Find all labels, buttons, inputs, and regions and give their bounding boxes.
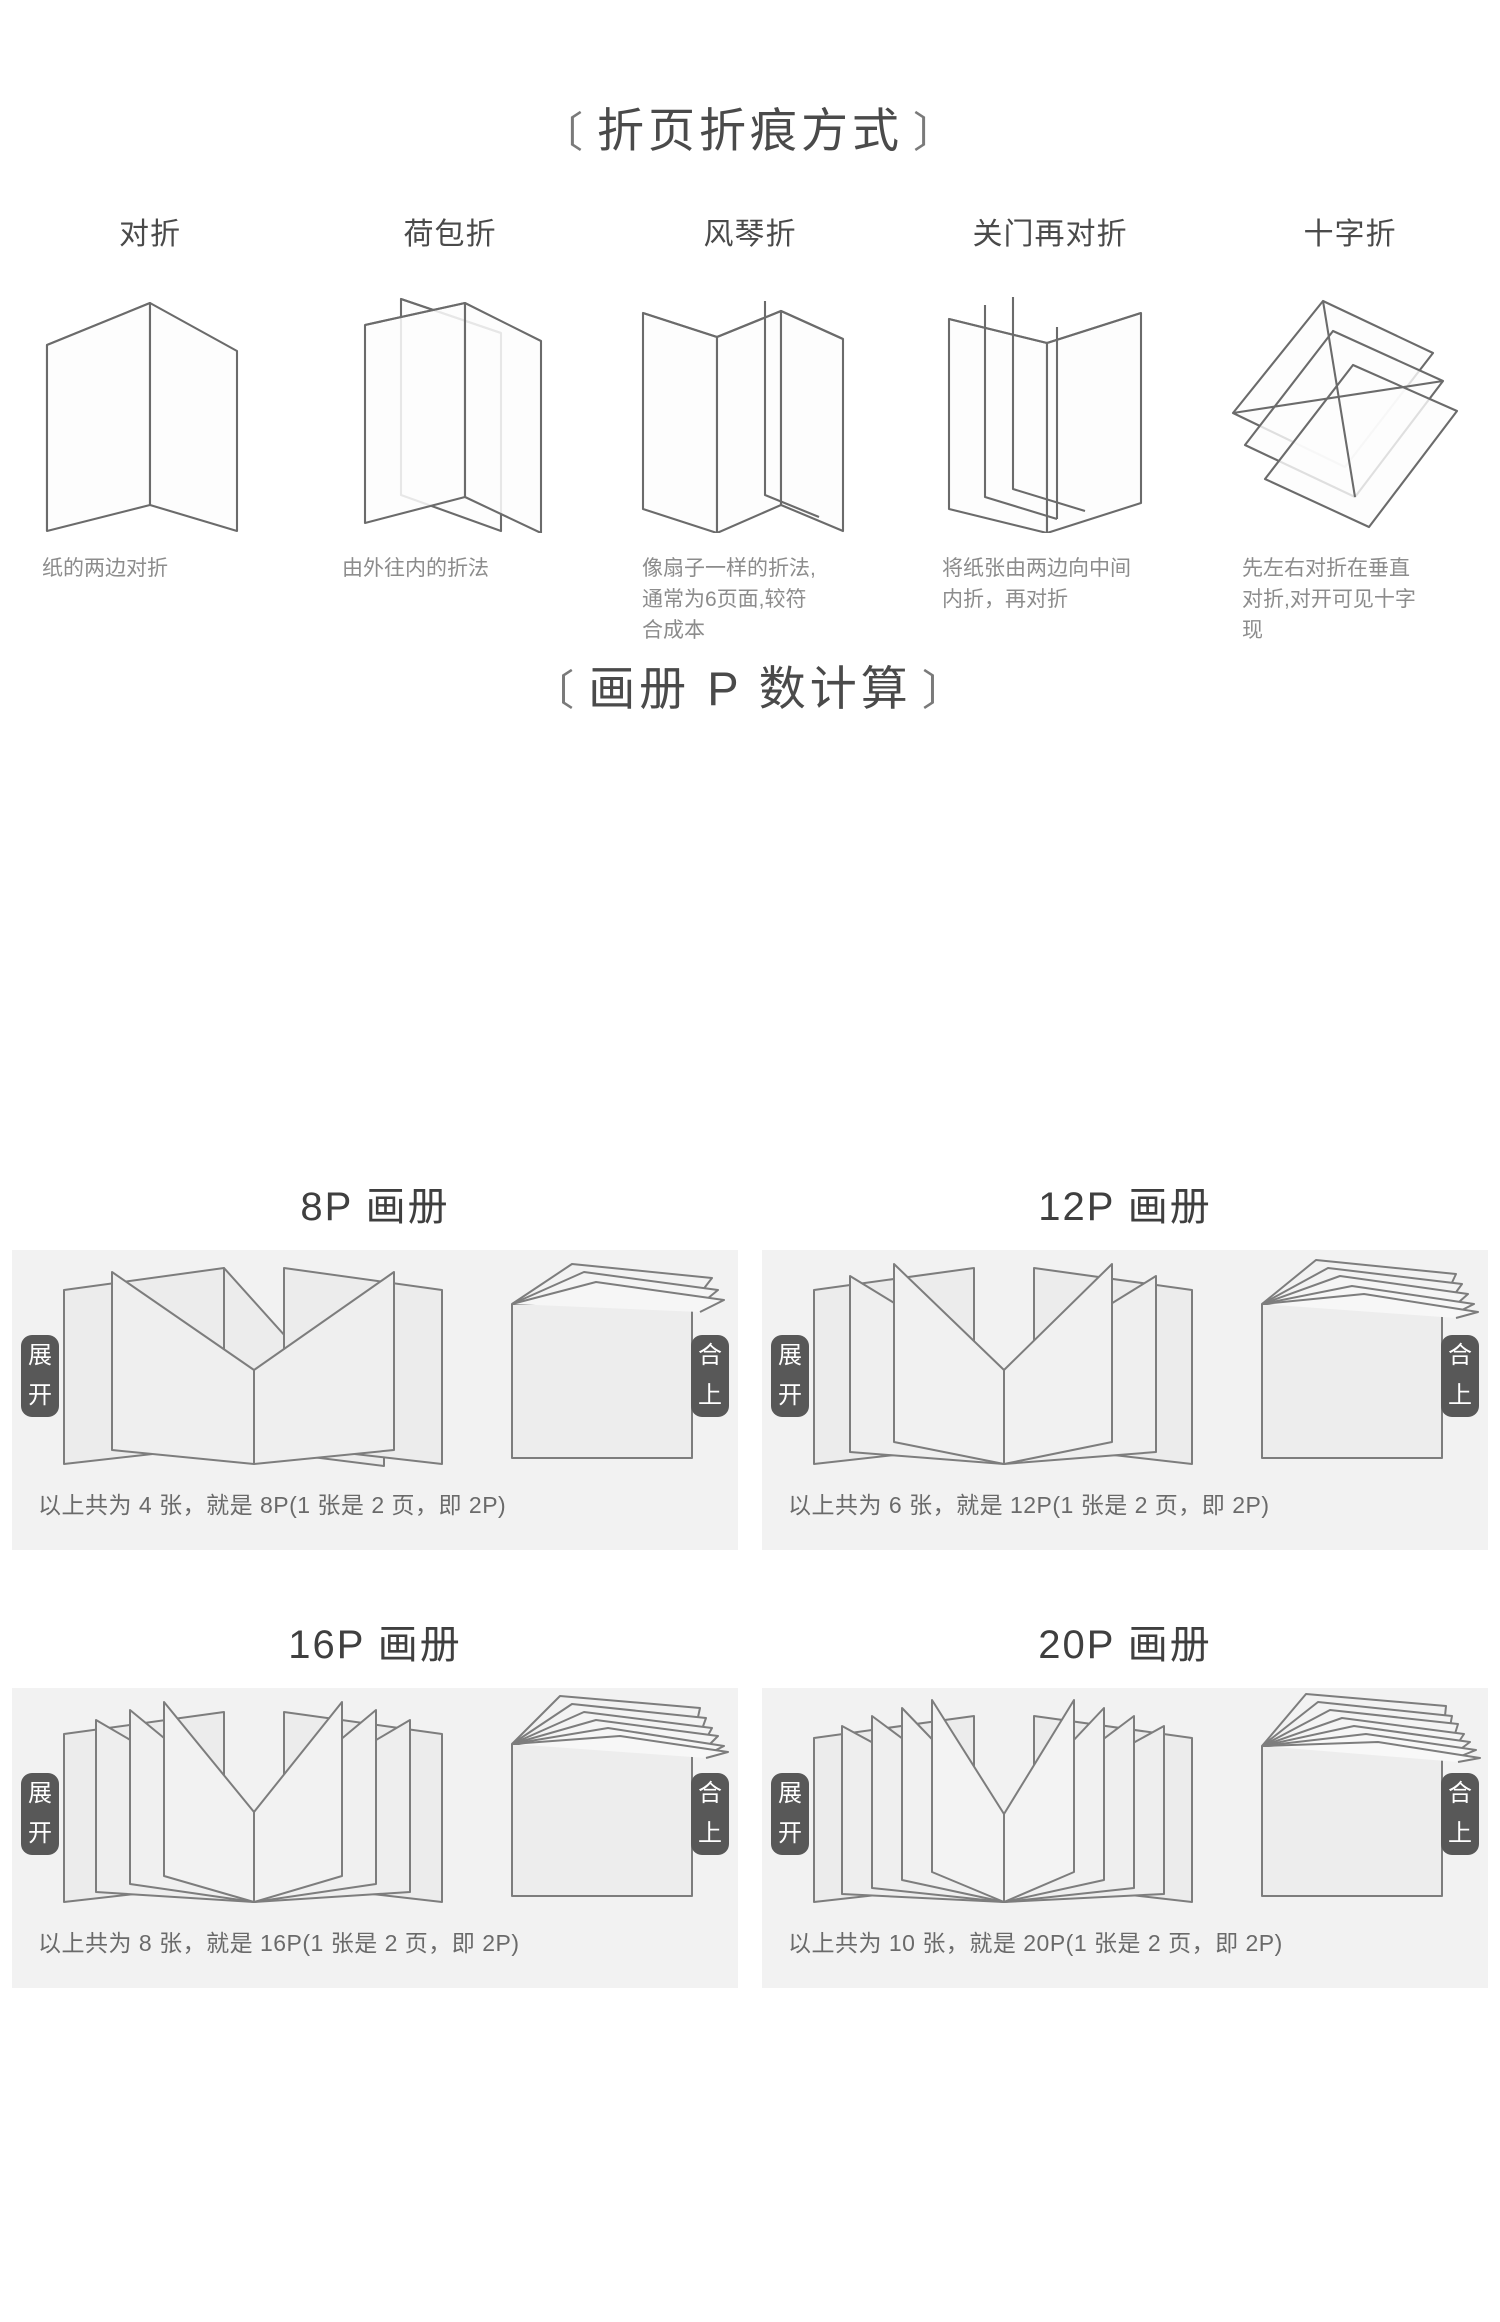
fold-desc-wrap: 纸的两边对折 xyxy=(0,553,300,584)
fold-type-desc: 像扇子一样的折法, 通常为6页面,较符 合成本 xyxy=(642,557,816,642)
badge-closed-line1: 合 xyxy=(698,1780,722,1807)
booklet-row: 8P 画册 展 开 合 上 xyxy=(0,1160,1500,1550)
badge-open: 展 开 xyxy=(21,1773,59,1855)
fold-type-card: 关门再对折 将纸张由两边向中间 内折，再对折 xyxy=(900,215,1200,646)
badge-open: 展 开 xyxy=(21,1335,59,1417)
closed-gate-fold-icon xyxy=(905,283,1195,533)
booklet-20p: 20P 画册 展 开 合 上 xyxy=(750,1598,1500,1988)
badge-closed-line2: 上 xyxy=(698,1382,722,1409)
badge-open-line1: 展 xyxy=(778,1342,802,1369)
booklet-caption: 以上共为 10 张，就是 20P(1 张是 2 页，即 2P) xyxy=(788,1930,1283,1956)
badge-closed-line1: 合 xyxy=(1448,1342,1472,1369)
booklet-card: 展 开 合 上 xyxy=(12,1688,738,1988)
bracket-left: 〔 xyxy=(540,109,587,156)
fold-types-row: 对折 纸的两边对折 荷包折 由外往内的折法 xyxy=(0,215,1500,646)
fold-type-label: 关门再对折 xyxy=(972,218,1128,251)
badge-open-line1: 展 xyxy=(28,1342,52,1369)
booklet-caption: 以上共为 6 张，就是 12P(1 张是 2 页，即 2P) xyxy=(788,1492,1270,1518)
booklet-8p: 8P 画册 展 开 合 上 xyxy=(0,1160,750,1550)
fold-type-label: 对折 xyxy=(119,218,181,251)
booklet-16p: 16P 画册 展 开 合 上 xyxy=(0,1598,750,1988)
fold-type-desc: 由外往内的折法 xyxy=(342,557,489,580)
badge-open: 展 开 xyxy=(771,1773,809,1855)
fold-section-title-text: 折页折痕方式 xyxy=(597,104,903,157)
booklet-heading: 16P 画册 xyxy=(288,1623,462,1667)
pcount-section-title: 〔画册 P 数计算〕 xyxy=(0,650,1500,719)
accordion-fold-icon xyxy=(605,283,895,533)
booklet-heading: 12P 画册 xyxy=(1038,1185,1212,1229)
badge-open: 展 开 xyxy=(771,1335,809,1417)
bi-fold-icon xyxy=(5,283,295,533)
badge-closed: 合 上 xyxy=(691,1773,729,1855)
booklet-heading: 8P 画册 xyxy=(300,1185,450,1229)
booklet-card: 展 开 合 上 xyxy=(12,1250,738,1550)
badge-closed-line2: 上 xyxy=(1448,1820,1472,1847)
fold-desc-wrap: 先左右对折在垂直 对折,对开可见十字 现 xyxy=(1200,553,1500,646)
fold-section-title: 〔折页折痕方式〕 xyxy=(0,92,1500,161)
badge-closed-line1: 合 xyxy=(698,1342,722,1369)
booklet-12p: 12P 画册 展 开 合 上 xyxy=(750,1160,1500,1550)
cross-fold-icon xyxy=(1205,283,1495,533)
booklet-grid: 8P 画册 展 开 合 上 xyxy=(0,1160,1500,1988)
badge-closed-line2: 上 xyxy=(1448,1382,1472,1409)
fold-type-card: 风琴折 像扇子一样的折法, 通常为6页面,较符 合成本 xyxy=(600,215,900,646)
fold-type-label: 十字折 xyxy=(1303,218,1397,251)
badge-open-line2: 开 xyxy=(28,1820,52,1847)
badge-closed-line2: 上 xyxy=(698,1820,722,1847)
booklet-card: 展 开 合 上 xyxy=(762,1688,1488,1988)
booklet-20p-illustration xyxy=(762,1688,1488,1920)
badge-open-line1: 展 xyxy=(778,1780,802,1807)
booklet-caption: 以上共为 4 张，就是 8P(1 张是 2 页，即 2P) xyxy=(38,1492,507,1518)
fold-type-label: 风琴折 xyxy=(703,218,797,251)
bracket-left: 〔 xyxy=(532,667,579,714)
fold-desc-wrap: 像扇子一样的折法, 通常为6页面,较符 合成本 xyxy=(600,553,900,646)
badge-closed: 合 上 xyxy=(1441,1773,1479,1855)
booklet-12p-illustration xyxy=(762,1250,1488,1482)
booklet-card: 展 开 合 上 xyxy=(762,1250,1488,1550)
bracket-right: 〕 xyxy=(913,109,960,156)
fold-type-desc: 先左右对折在垂直 对折,对开可见十字 现 xyxy=(1242,557,1416,642)
fold-type-desc: 纸的两边对折 xyxy=(42,557,168,580)
booklet-caption: 以上共为 8 张，就是 16P(1 张是 2 页，即 2P) xyxy=(38,1930,520,1956)
booklet-row: 16P 画册 展 开 合 上 xyxy=(0,1598,1500,1988)
booklet-heading: 20P 画册 xyxy=(1038,1623,1212,1667)
fold-type-label: 荷包折 xyxy=(403,218,497,251)
badge-closed-line1: 合 xyxy=(1448,1780,1472,1807)
badge-open-line2: 开 xyxy=(28,1382,52,1409)
badge-open-line2: 开 xyxy=(778,1382,802,1409)
fold-desc-wrap: 将纸张由两边向中间 内折，再对折 xyxy=(900,553,1200,615)
badge-closed: 合 上 xyxy=(691,1335,729,1417)
fold-type-card: 荷包折 由外往内的折法 xyxy=(300,215,600,646)
badge-open-line1: 展 xyxy=(28,1780,52,1807)
booklet-8p-illustration xyxy=(12,1250,738,1482)
badge-closed: 合 上 xyxy=(1441,1335,1479,1417)
fold-type-card: 对折 纸的两边对折 xyxy=(0,215,300,646)
pcount-section-title-text: 画册 P 数计算 xyxy=(588,662,912,715)
badge-open-line2: 开 xyxy=(778,1820,802,1847)
fold-type-card: 十字折 先左右对折在垂直 对折,对开可见十字 现 xyxy=(1200,215,1500,646)
bracket-right: 〕 xyxy=(921,667,968,714)
booklet-16p-illustration xyxy=(12,1688,738,1920)
fold-type-desc: 将纸张由两边向中间 内折，再对折 xyxy=(942,557,1131,611)
gate-fold-icon xyxy=(305,283,595,533)
fold-desc-wrap: 由外往内的折法 xyxy=(300,553,600,584)
